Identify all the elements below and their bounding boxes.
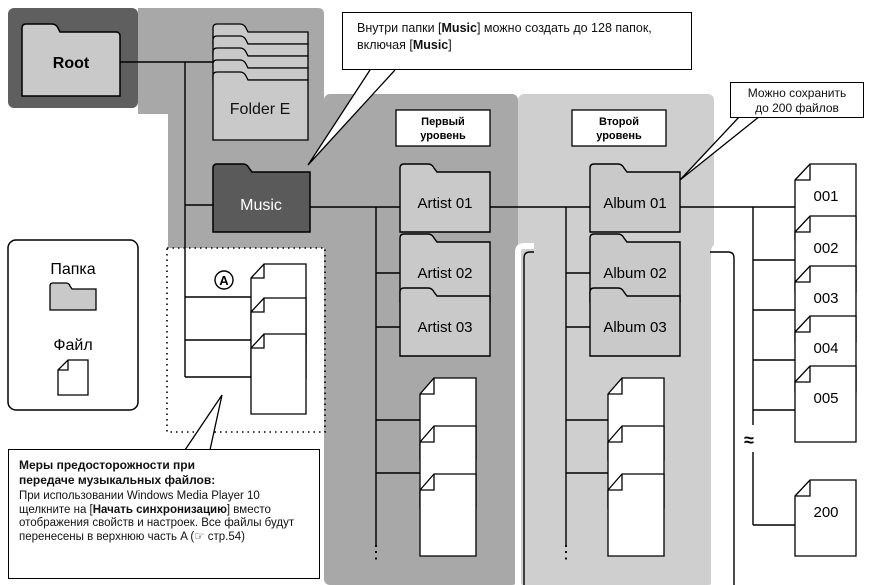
files-callout-line: до 200 файлов <box>755 101 839 115</box>
level2-header: Второй уровень <box>571 109 667 147</box>
marker-a: A <box>219 273 229 288</box>
caution-box: Меры предосторожности при передаче музык… <box>8 449 320 579</box>
folder-e-label: Folder E <box>230 101 290 118</box>
svg-text:уровень: уровень <box>596 130 642 142</box>
break-mark: ≈ <box>744 430 754 450</box>
file-icon <box>57 359 89 396</box>
file-label: 003 <box>813 290 838 307</box>
album-folder[interactable]: Album 01 <box>589 163 681 233</box>
legend-file-label: Файл <box>53 337 92 354</box>
root-label: Root <box>53 55 90 72</box>
folder-a-files <box>250 263 307 415</box>
folder-e-icon <box>212 71 309 141</box>
caution-text: ] вместо отображения свойств и настроек.… <box>19 503 295 543</box>
artist-folder-icon <box>399 163 491 233</box>
album-label: Album 03 <box>603 319 666 336</box>
album-folder-icon <box>589 233 681 303</box>
file-label: 005 <box>813 390 838 407</box>
music-callout-text: Внутри папки [ <box>357 21 442 35</box>
root-folder-icon <box>21 23 121 97</box>
album-folder[interactable]: Album 03 <box>589 287 681 357</box>
file-label: 002 <box>813 240 838 257</box>
album-files <box>607 377 665 557</box>
album-label: Album 02 <box>603 265 666 282</box>
caution-title-line: Меры предосторожности при <box>19 458 195 472</box>
callout-pointers <box>184 69 761 451</box>
caution-title-line: передаче музыкальных файлов: <box>19 473 216 487</box>
music-callout: Внутри папки [Music] можно создать до 12… <box>342 12 692 70</box>
tree-lines <box>120 61 795 545</box>
music-label: Music <box>240 197 282 214</box>
legend-box: Папка Файл <box>7 239 139 411</box>
artist-label: Artist 03 <box>417 319 472 336</box>
legend-folder-label: Папка <box>50 261 95 278</box>
files-callout: Можно сохранить до 200 файлов <box>730 82 864 118</box>
artist-label: Artist 01 <box>417 195 472 212</box>
artist-files <box>419 377 477 557</box>
svg-text:Второй: Второй <box>599 116 639 128</box>
album-folder-icon <box>589 287 681 357</box>
numbered-files <box>794 163 857 557</box>
artist-folder[interactable]: Artist 01 <box>399 163 491 233</box>
file-label: 004 <box>813 340 838 357</box>
caution-body: При использовании Windows Media Player 1… <box>19 490 309 544</box>
music-callout-bold: Music <box>412 38 449 52</box>
artist-folder-icon <box>399 233 491 303</box>
artist-folder-icon <box>399 287 491 357</box>
music-callout-text: ] <box>448 38 452 52</box>
caution-bold: Начать синхронизацию <box>92 503 227 516</box>
album-label: Album 01 <box>603 195 666 212</box>
file-label: 200 <box>813 504 838 521</box>
marker-a-circle <box>214 270 234 290</box>
music-callout-text: ] можно создать до 128 папок, включая [ <box>357 21 652 52</box>
level1-header: Первый уровень <box>395 109 491 147</box>
folder-icon <box>49 282 97 311</box>
file-label: 001 <box>813 188 838 205</box>
album-folder[interactable]: Album 02 <box>589 233 681 303</box>
music-callout-bold: Music <box>441 21 477 35</box>
root-folder[interactable]: Root <box>21 23 121 97</box>
svg-text:Первый: Первый <box>421 116 465 128</box>
caution-text: При использовании Windows Media Player 1… <box>19 490 260 516</box>
folder-e[interactable] <box>212 23 309 141</box>
artist-folder[interactable]: Artist 02 <box>399 233 491 303</box>
music-folder[interactable]: Music <box>212 163 311 233</box>
artist-ellipsis: ⋮ <box>367 542 385 562</box>
artist-label: Artist 02 <box>417 265 472 282</box>
album-ellipsis: ⋮ <box>557 542 575 562</box>
music-folder-icon <box>212 163 311 233</box>
svg-text:уровень: уровень <box>420 130 466 142</box>
artist-folder[interactable]: Artist 03 <box>399 287 491 357</box>
caution-title: Меры предосторожности при передаче музык… <box>19 458 309 488</box>
album-folder-icon <box>589 163 681 233</box>
files-callout-line: Можно сохранить <box>747 86 847 100</box>
